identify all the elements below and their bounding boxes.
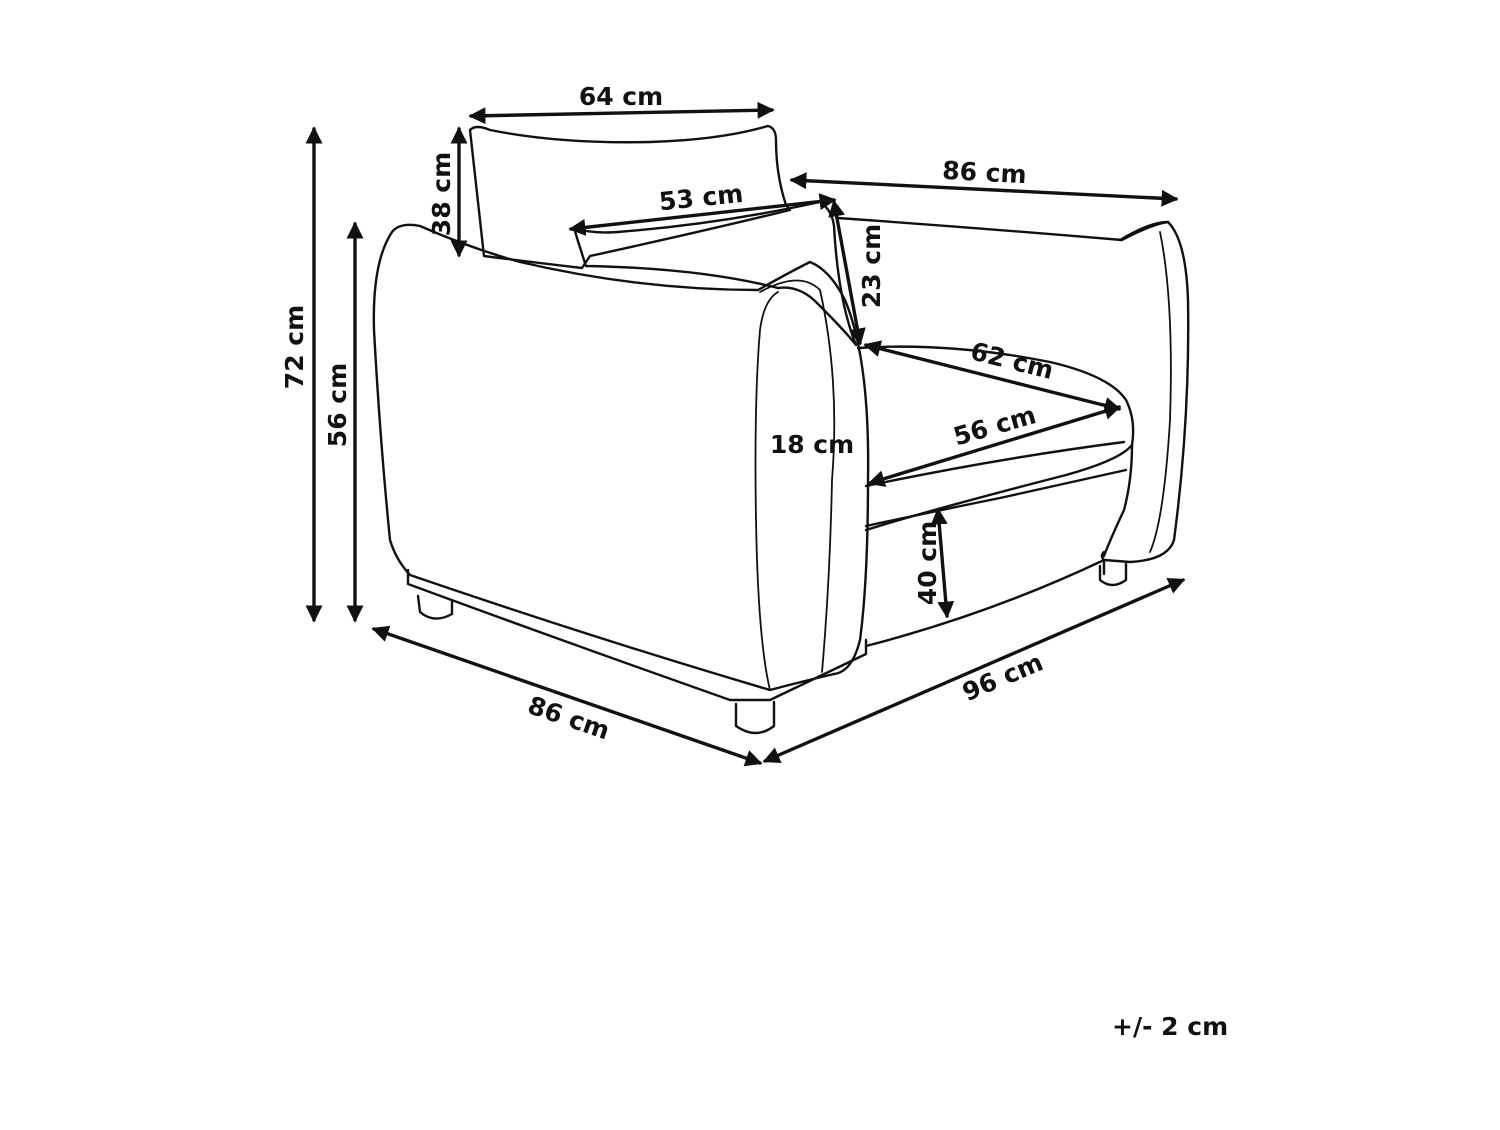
total-height-label: 72 cm	[280, 305, 309, 389]
right-arm-inner	[1149, 231, 1172, 553]
depth-arrow	[371, 625, 763, 767]
foot-left	[416, 594, 454, 620]
seat-height-label: 40 cm	[913, 521, 942, 605]
back-cushion-height-label: 38 cm	[427, 152, 456, 236]
arm-height-label: 56 cm	[323, 363, 352, 447]
arm-width-label: 18 cm	[770, 430, 854, 459]
back-frame	[836, 216, 1170, 242]
bottom-width-arrow	[762, 577, 1186, 764]
front-cushion-height-arrow	[828, 199, 866, 346]
base-right	[864, 558, 1106, 648]
total-width-label: 86 cm	[942, 156, 1028, 189]
right-arm	[1100, 220, 1190, 564]
depth-label: 86 cm	[524, 691, 613, 746]
foot-front	[734, 700, 776, 735]
seat-cushion-side	[1102, 443, 1134, 558]
total-width-arrow	[789, 172, 1179, 207]
seat-width-arrow	[867, 403, 1122, 487]
seat-depth-arrow	[863, 340, 1122, 414]
back-cushion-width-label: 64 cm	[579, 82, 663, 111]
seat-depth-label: 62 cm	[968, 336, 1057, 385]
back-cushion-width-arrow	[468, 101, 775, 125]
left-arm-edge	[754, 291, 779, 691]
base-plinth	[406, 568, 868, 702]
dimension-labels: 72 cm 56 cm 38 cm 64 cm 53 cm 23 cm 86 c…	[280, 82, 1056, 745]
front-cushion-height-label: 23 cm	[857, 224, 886, 308]
left-arm-crease	[759, 279, 836, 673]
tolerance-note: +/- 2 cm	[1112, 1012, 1229, 1041]
dimension-arrows	[305, 101, 1186, 767]
